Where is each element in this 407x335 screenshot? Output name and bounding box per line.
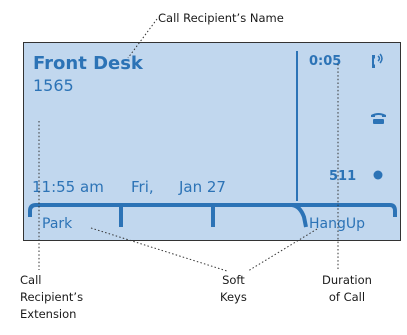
callout-duration-line1: Duration — [322, 273, 372, 287]
callout-softkeys-line2: Keys — [220, 290, 247, 304]
caller-name: Front Desk — [33, 53, 143, 74]
callout-extension: Call Recipient’s Extension — [20, 272, 83, 323]
softkey-park[interactable]: Park — [42, 216, 73, 232]
phone-display: Front Desk 1565 0:05 511 11:55 am Fri, J… — [23, 42, 401, 241]
callout-extension-line2: Recipient’s — [20, 290, 84, 304]
callout-softkeys-line1: Soft — [222, 273, 245, 287]
callout-name: Call Recipient’s Name — [158, 11, 284, 25]
display-divider — [296, 51, 298, 201]
line-number: 511 — [329, 169, 357, 184]
callout-duration-line2: of Call — [328, 290, 366, 304]
callout-softkeys: Soft Keys — [220, 272, 247, 306]
clock-time: 11:55 am — [32, 178, 104, 196]
callout-extension-line3: Extension — [20, 307, 77, 321]
softkey-hangup[interactable]: HangUp — [309, 216, 365, 232]
call-duration: 0:05 — [309, 54, 342, 69]
callout-duration: Duration of Call — [322, 272, 372, 306]
call-status-icon — [372, 53, 383, 68]
line-indicator-icon — [373, 170, 383, 180]
caller-extension: 1565 — [33, 76, 74, 95]
callout-extension-line1: Call — [20, 273, 42, 287]
clock-day: Fri, — [131, 178, 154, 196]
clock-date: Jan 27 — [179, 178, 226, 196]
softkey-bar — [28, 203, 397, 228]
phone-handset-icon — [371, 113, 386, 124]
